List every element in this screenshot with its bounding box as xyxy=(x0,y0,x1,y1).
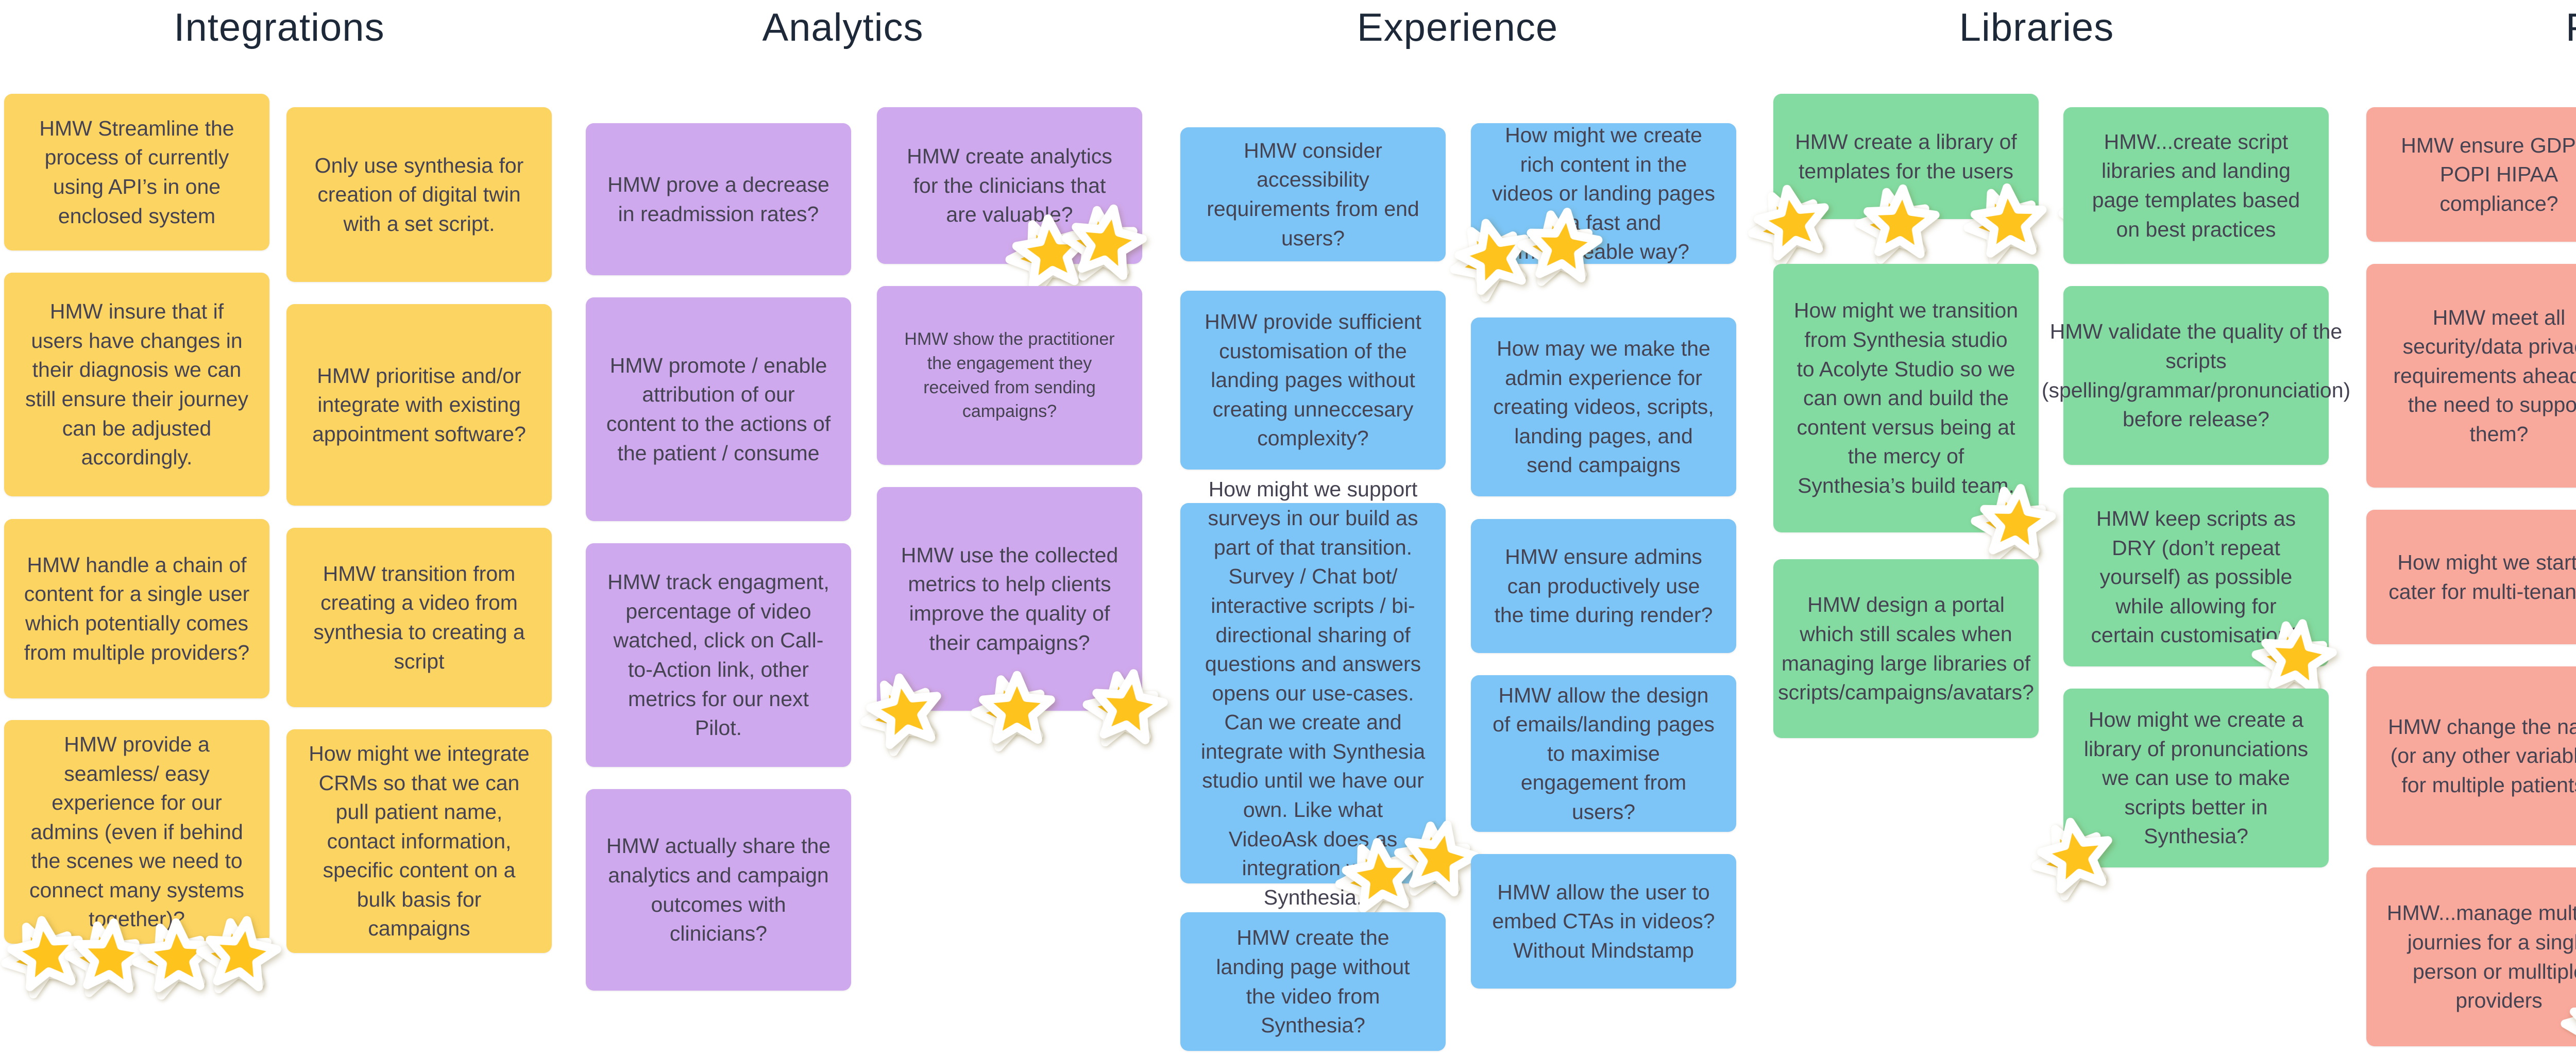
sticky-note-text: How might we start to cater for multi-te… xyxy=(2388,550,2576,604)
sticky-note-text: HMW create analytics for the clinicians … xyxy=(907,144,1112,227)
sticky-note[interactable]: HMW create the landing page without the … xyxy=(1180,912,1446,1051)
sticky-note-text: HMW track engagment, percentage of video… xyxy=(607,570,829,740)
sticky-note[interactable]: HMW create analytics for the clinicians … xyxy=(877,107,1147,296)
sticky-note[interactable]: HMW track engagment, percentage of video… xyxy=(586,543,851,767)
sticky-note-text: HMW Streamline the process of currently … xyxy=(39,116,234,228)
sticky-note-text: Only use synthesia for creation of digit… xyxy=(314,153,524,236)
sticky-note[interactable]: HMW ensure admins can productively use t… xyxy=(1471,519,1736,653)
sticky-note[interactable]: How might we integrate CRMs so that we c… xyxy=(286,729,552,953)
sticky-note-text: HMW transition from creating a video fro… xyxy=(313,561,525,673)
star-sticker-icon[interactable] xyxy=(860,666,950,757)
star-sticker-icon[interactable] xyxy=(1963,180,2050,265)
sticky-note[interactable]: HMW validate the quality of the scripts … xyxy=(2042,286,2350,465)
column-title-libraries: Libraries xyxy=(1959,6,2114,49)
sticky-note[interactable]: HMW create a library of templates for th… xyxy=(1748,94,2144,268)
star-sticker-icon[interactable] xyxy=(1082,663,1172,750)
star-sticker-icon[interactable] xyxy=(1748,178,1838,268)
sticky-note-text: HMW insure that if users have changes in… xyxy=(25,299,248,470)
sticky-note-text: HMW create a library of templates for th… xyxy=(1795,129,2017,183)
sticky-note[interactable]: HMW change the name (or any other variab… xyxy=(2366,666,2576,845)
sticky-note[interactable]: HMW provide sufficient customisation of … xyxy=(1180,291,1446,470)
star-sticker-icon[interactable] xyxy=(2251,613,2341,700)
sticky-note[interactable]: HMW use the collected metrics to help cl… xyxy=(860,487,1168,757)
star-sticker-icon[interactable] xyxy=(64,915,153,999)
star-sticker-icon[interactable] xyxy=(1394,812,1486,904)
column-title-privacy: Privacy xyxy=(2566,5,2576,50)
star-sticker-icon[interactable] xyxy=(1335,834,1423,921)
sticky-note-text: HMW prove a decrease in readmission rate… xyxy=(607,172,829,226)
sticky-note-text: How might we support surveys in our buil… xyxy=(1200,477,1426,909)
sticky-note[interactable]: HMW show the practitioner the engagement… xyxy=(877,286,1142,465)
star-sticker-icon[interactable] xyxy=(1447,209,1541,303)
sticky-note[interactable]: Only use synthesia for creation of digit… xyxy=(286,107,552,282)
sticky-note[interactable]: HMW...manage multiple journies for a sin… xyxy=(2366,867,2576,1054)
sticky-note[interactable]: HMW design a portal which still scales w… xyxy=(1773,559,2039,738)
sticky-note-text: How might we integrate CRMs so that we c… xyxy=(309,741,530,941)
sticky-note[interactable]: How might we start to cater for multi-te… xyxy=(2366,510,2576,644)
sticky-note-text: How might we create a library of pronunc… xyxy=(2083,708,2309,848)
sticky-note[interactable]: HMW transition from creating a video fro… xyxy=(286,528,552,707)
sticky-note-text: HMW show the practitioner the engagement… xyxy=(904,329,1115,422)
star-sticker-icon[interactable] xyxy=(196,910,285,997)
sticky-note[interactable]: How may we make the admin experience for… xyxy=(1471,317,1736,496)
star-sticker-icon[interactable] xyxy=(1061,197,1153,287)
sticky-note-text: HMW keep scripts as DRY (don’t repeat yo… xyxy=(2091,507,2301,647)
star-sticker-icon[interactable] xyxy=(971,671,1056,751)
sticky-note-text: HMW ensure admins can productively use t… xyxy=(1494,545,1713,627)
sticky-note[interactable]: How might we create rich content in the … xyxy=(1450,123,1736,302)
star-sticker-icon[interactable] xyxy=(2031,811,2121,901)
sticky-note[interactable]: HMW prove a decrease in readmission rate… xyxy=(586,123,851,275)
sticky-note[interactable]: HMW actually share the analytics and cam… xyxy=(586,789,851,991)
star-sticker-icon[interactable] xyxy=(1517,204,1606,289)
sticky-note-text: HMW change the name (or any other variab… xyxy=(2388,714,2576,797)
column-title-experience: Experience xyxy=(1357,6,1558,49)
sticky-note[interactable]: How might we create a library of pronunc… xyxy=(2031,689,2329,901)
sticky-note-text: HMW provide a seamless/ easy experience … xyxy=(29,732,244,931)
sticky-note[interactable]: HMW consider accessibility requirements … xyxy=(1180,127,1446,261)
sticky-note-text: HMW...create script libraries and landin… xyxy=(2092,129,2300,241)
sticky-note-text: HMW promote / enable attribution of our … xyxy=(606,353,831,465)
column-title-integrations: Integrations xyxy=(174,6,385,49)
sticky-note-text: HMW create the landing page without the … xyxy=(1216,926,1410,1038)
sticky-note-text: HMW consider accessibility requirements … xyxy=(1207,138,1419,250)
sticky-note[interactable]: HMW allow the design of emails/landing p… xyxy=(1471,675,1736,832)
star-sticker-icon[interactable] xyxy=(1,910,90,999)
sticky-note[interactable]: How might we transition from Synthesia s… xyxy=(1773,264,2056,562)
sticky-note[interactable]: HMW keep scripts as DRY (don’t repeat yo… xyxy=(2063,488,2337,697)
sticky-note-text: HMW ensure GDPR, POPI HIPAA compliance? xyxy=(2401,133,2576,215)
star-sticker-icon[interactable] xyxy=(1855,182,1942,264)
sticky-note[interactable]: HMW insure that if users have changes in… xyxy=(4,273,269,496)
sticky-note[interactable]: HMW prioritise and/or integrate with exi… xyxy=(286,304,552,506)
sticky-note-text: HMW use the collected metrics to help cl… xyxy=(901,543,1118,655)
sticky-note-text: How may we make the admin experience for… xyxy=(1493,337,1714,477)
column-title-analytics: Analytics xyxy=(762,6,924,49)
sticky-note[interactable]: HMW provide a seamless/ easy experience … xyxy=(1,720,281,1000)
sticky-note-text: HMW prioritise and/or integrate with exi… xyxy=(312,363,526,446)
sticky-note[interactable]: How might we support surveys in our buil… xyxy=(1180,477,1480,921)
star-sticker-icon[interactable] xyxy=(1971,480,2060,565)
sticky-note-text: HMW allow the user to embed CTAs in vide… xyxy=(1492,880,1715,962)
sticky-note[interactable]: HMW Streamline the process of currently … xyxy=(4,94,269,250)
sticky-note-text: HMW design a portal which still scales w… xyxy=(1778,593,2034,705)
sticky-note-text: HMW validate the quality of the scripts … xyxy=(2041,320,2351,431)
star-sticker-icon[interactable] xyxy=(132,916,218,1000)
sticky-note-text: HMW meet all security/data privacy requi… xyxy=(2393,305,2576,446)
sticky-note-text: HMW...manage multiple journies for a sin… xyxy=(2386,901,2576,1013)
sticky-note[interactable]: HMW ensure GDPR, POPI HIPAA compliance? xyxy=(2366,107,2576,242)
sticky-note-text: HMW actually share the analytics and cam… xyxy=(606,834,831,946)
sticky-note-text: HMW allow the design of emails/landing p… xyxy=(1493,683,1715,824)
sticky-note[interactable]: HMW handle a chain of content for a sing… xyxy=(4,519,269,698)
sticky-note-text: HMW provide sufficient customisation of … xyxy=(1205,310,1421,450)
sticky-note[interactable]: HMW...create script libraries and landin… xyxy=(2063,107,2329,264)
sticky-note[interactable]: HMW promote / enable attribution of our … xyxy=(586,297,851,521)
sticky-note-text: How might we transition from Synthesia s… xyxy=(1793,298,2019,497)
star-sticker-icon[interactable] xyxy=(2561,982,2576,1054)
sticky-note-text: HMW handle a chain of content for a sing… xyxy=(24,553,250,664)
sticky-note[interactable]: HMW allow the user to embed CTAs in vide… xyxy=(1471,854,1736,989)
sticky-note[interactable]: HMW meet all security/data privacy requi… xyxy=(2366,264,2576,488)
